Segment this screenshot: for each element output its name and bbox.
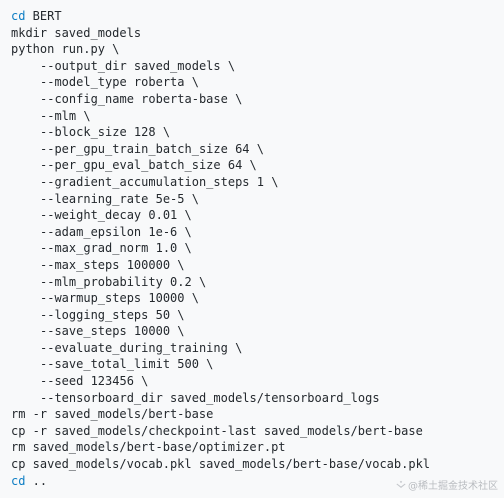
watermark: @稀土掘金技术社区 xyxy=(396,477,498,492)
code-text: cp saved_models/vocab.pkl saved_models/b… xyxy=(11,457,431,472)
code-text: --output_dir saved_models \ xyxy=(40,58,236,73)
watermark-text: @稀土掘金技术社区 xyxy=(408,481,498,492)
code-text: --block_size 128 \ xyxy=(40,125,171,140)
code-text: python run.py \ xyxy=(11,42,120,57)
code-text: --per_gpu_eval_batch_size 64 \ xyxy=(40,158,257,173)
code-line: --model_type roberta \ xyxy=(11,74,504,91)
code-line: --weight_decay 0.01 \ xyxy=(11,207,504,224)
code-line: --adam_epsilon 1e-6 \ xyxy=(11,224,504,241)
code-line: --seed 123456 \ xyxy=(11,373,504,390)
code-text: --evaluate_during_training \ xyxy=(40,340,243,355)
code-line: --save_steps 10000 \ xyxy=(11,323,504,340)
code-line: --tensorboard_dir saved_models/tensorboa… xyxy=(11,390,504,407)
code-text: --mlm_probability 0.2 \ xyxy=(40,274,207,289)
code-line: mkdir saved_models xyxy=(11,25,504,42)
code-text: --per_gpu_train_batch_size 64 \ xyxy=(40,141,264,156)
code-text: --config_name roberta-base \ xyxy=(40,91,243,106)
code-line: --block_size 128 \ xyxy=(11,124,504,141)
code-text: --save_steps 10000 \ xyxy=(40,324,185,339)
juejin-logo-icon xyxy=(396,480,406,488)
code-line: rm saved_models/bert-base/optimizer.pt xyxy=(11,439,504,456)
code-text: --warmup_steps 10000 \ xyxy=(40,291,199,306)
code-line: --per_gpu_eval_batch_size 64 \ xyxy=(11,157,504,174)
code-line: cp saved_models/vocab.pkl saved_models/b… xyxy=(11,456,504,473)
code-text: --model_type roberta \ xyxy=(40,75,199,90)
code-line: --config_name roberta-base \ xyxy=(11,91,504,108)
code-text: --tensorboard_dir saved_models/tensorboa… xyxy=(40,390,380,405)
code-text: --save_total_limit 500 \ xyxy=(40,357,214,372)
code-text: rm -r saved_models/bert-base xyxy=(11,407,214,422)
code-line: --logging_steps 50 \ xyxy=(11,307,504,324)
code-line: cd .. xyxy=(11,473,504,490)
code-line: cd BERT xyxy=(11,8,504,25)
code-text: --max_steps 100000 \ xyxy=(40,257,185,272)
code-line: --learning_rate 5e-5 \ xyxy=(11,191,504,208)
code-text: --seed 123456 \ xyxy=(40,374,149,389)
code-text: --max_grad_norm 1.0 \ xyxy=(40,241,192,256)
code-text: --logging_steps 50 \ xyxy=(40,307,185,322)
code-line: --warmup_steps 10000 \ xyxy=(11,290,504,307)
code-keyword: cd xyxy=(11,9,26,23)
code-line: rm -r saved_models/bert-base xyxy=(11,406,504,423)
code-line: --gradient_accumulation_steps 1 \ xyxy=(11,174,504,191)
code-text: --weight_decay 0.01 \ xyxy=(40,208,192,223)
code-line: --evaluate_during_training \ xyxy=(11,340,504,357)
code-text: BERT xyxy=(25,9,62,23)
code-line: --max_steps 100000 \ xyxy=(11,257,504,274)
code-line: --mlm_probability 0.2 \ xyxy=(11,274,504,291)
code-line: --max_grad_norm 1.0 \ xyxy=(11,240,504,257)
code-text: --adam_epsilon 1e-6 \ xyxy=(40,224,192,239)
code-line: --output_dir saved_models \ xyxy=(11,58,504,75)
code-line: --per_gpu_train_batch_size 64 \ xyxy=(11,141,504,158)
code-text: cp -r saved_models/checkpoint-last saved… xyxy=(11,423,423,438)
code-text: mkdir saved_models xyxy=(11,25,142,40)
code-text: rm saved_models/bert-base/optimizer.pt xyxy=(11,440,286,455)
code-text: --learning_rate 5e-5 \ xyxy=(40,191,199,206)
code-line: --save_total_limit 500 \ xyxy=(11,356,504,373)
code-keyword: cd xyxy=(11,473,26,488)
code-text: .. xyxy=(25,473,48,488)
code-line: cp -r saved_models/checkpoint-last saved… xyxy=(11,423,504,440)
code-line: --mlm \ xyxy=(11,108,504,125)
code-text: --mlm \ xyxy=(40,108,91,123)
code-line: python run.py \ xyxy=(11,41,504,58)
code-text: --gradient_accumulation_steps 1 \ xyxy=(40,174,279,189)
